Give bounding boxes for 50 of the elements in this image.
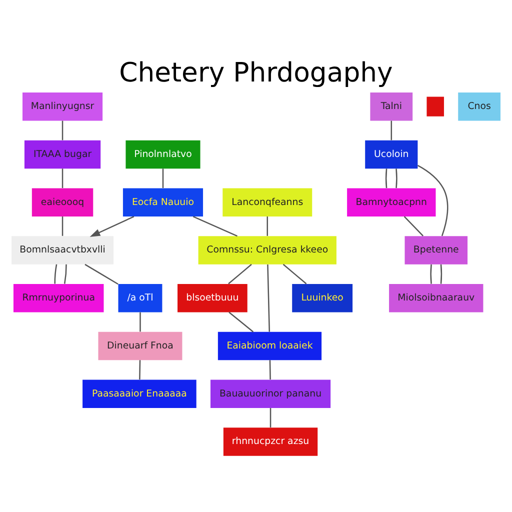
node-box: Manlinyugnsr bbox=[22, 92, 103, 120]
node-box: Dineuarf Fnoa bbox=[98, 331, 182, 360]
node-box: ITAAA bugar bbox=[24, 140, 101, 168]
connector bbox=[162, 168, 164, 188]
node-box: Eaiabioom loaaiek bbox=[218, 331, 322, 360]
connector bbox=[62, 216, 64, 236]
diagram-title: Chetery Phrdogaphy bbox=[119, 57, 393, 88]
node-box: Bpetenne bbox=[404, 236, 468, 264]
connector bbox=[404, 216, 424, 236]
connector bbox=[64, 264, 67, 284]
arrow bbox=[90, 215, 134, 236]
connector bbox=[270, 408, 272, 427]
connector bbox=[84, 263, 118, 284]
node-box: Bomnlsaacvtbxvlli bbox=[12, 236, 114, 264]
connector bbox=[390, 120, 392, 140]
node-box: Eocfa Nauuio bbox=[122, 188, 204, 216]
connector bbox=[192, 215, 238, 236]
connector bbox=[54, 264, 58, 284]
connector bbox=[266, 216, 268, 236]
node-box: Paasaaaior Enaaaaa bbox=[82, 379, 196, 408]
connector bbox=[62, 120, 64, 140]
connector bbox=[396, 168, 398, 188]
node-box: Ucoloin bbox=[365, 140, 418, 168]
node-box: Bauauuorinor pananu bbox=[210, 379, 331, 408]
node-box: Miolsoibnaarauv bbox=[389, 283, 484, 312]
connector bbox=[267, 264, 270, 332]
connector bbox=[62, 168, 64, 188]
connector bbox=[282, 263, 307, 284]
node-box: Talni bbox=[370, 92, 413, 120]
node-box: /a oTl bbox=[118, 283, 162, 312]
connector bbox=[385, 168, 388, 188]
node-box: eaieoooq bbox=[32, 188, 94, 216]
node-box bbox=[426, 96, 444, 116]
node-box: blsoetbuuu bbox=[178, 283, 248, 312]
connector bbox=[139, 360, 141, 380]
node-box: Rmrnuyporinua bbox=[13, 283, 104, 312]
node-box: Bamnytoacpnn bbox=[347, 188, 436, 216]
node-box: Cnos bbox=[458, 92, 500, 120]
connector bbox=[440, 264, 442, 284]
connector bbox=[228, 311, 254, 332]
connector bbox=[140, 312, 141, 332]
connector bbox=[228, 263, 252, 284]
node-box: Comnssu: Cnlgresa kkeeo bbox=[198, 236, 336, 264]
node-box: rhnnucpzcr azsu bbox=[223, 427, 318, 456]
node-box: Lanconqfeanns bbox=[222, 188, 312, 216]
connector bbox=[417, 164, 448, 236]
connector bbox=[430, 264, 432, 284]
connector bbox=[269, 360, 271, 380]
node-box: Luuinkeo bbox=[292, 283, 353, 312]
node-box: Pinolnnlatvo bbox=[126, 140, 200, 168]
